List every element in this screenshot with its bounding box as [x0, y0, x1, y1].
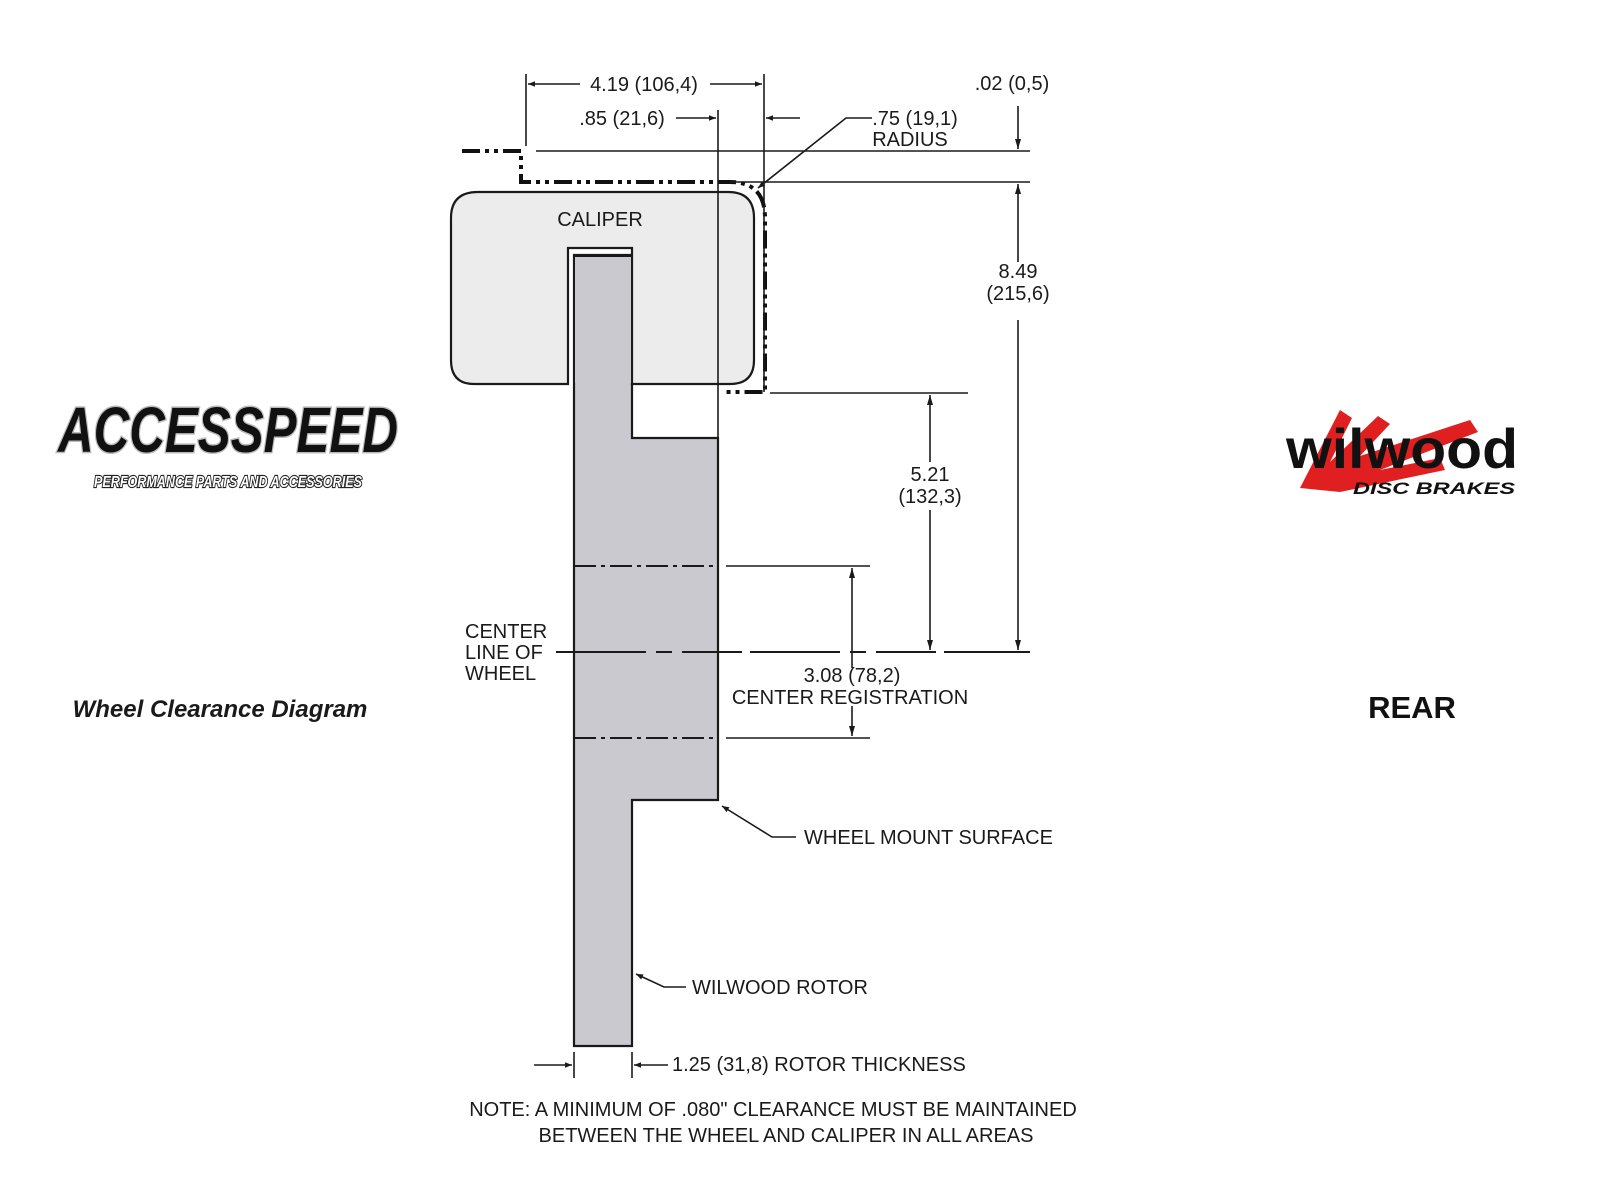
- dim-radius-label: RADIUS: [872, 129, 948, 151]
- accesspeed-logo: ACCESSPEED PERFORMANCE PARTS AND ACCESSO…: [55, 393, 400, 493]
- dim-center-reg-value: 3.08 (78,2): [804, 665, 901, 687]
- clearance-note-line-2: BETWEEN THE WHEEL AND CALIPER IN ALL ARE…: [539, 1125, 1034, 1147]
- caliper-body: [449, 190, 756, 386]
- dim-overall-width: 4.19 (106,4): [590, 74, 698, 96]
- dim-center-reg-label: CENTER REGISTRATION: [732, 687, 968, 709]
- accesspeed-tagline: PERFORMANCE PARTS AND ACCESSORIES: [94, 474, 362, 491]
- dim-top-clearance: .02 (0,5): [975, 73, 1049, 95]
- dim-height-top-metric: (215,6): [986, 283, 1049, 305]
- dim-height-mid-metric: (132,3): [898, 486, 961, 508]
- dim-height-top-value: 8.49: [999, 261, 1038, 283]
- wilwood-logo-text: wilwood: [1285, 417, 1518, 480]
- wilwood-red-swoosh: [1300, 410, 1478, 492]
- wheel-mount-leader: [721, 805, 796, 838]
- wheel-mount-label: WHEEL MOUNT SURFACE: [804, 827, 1053, 849]
- caliper-label: CALIPER: [557, 209, 643, 231]
- diagram-caption: Wheel Clearance Diagram: [73, 696, 368, 723]
- radius-leader: [757, 117, 872, 189]
- wilwood-tagline: DISC BRAKES: [1353, 479, 1516, 498]
- clearance-note-line-1: NOTE: A MINIMUM OF .080" CLEARANCE MUST …: [469, 1099, 1077, 1121]
- wilwood-logo: wilwood DISC BRAKES: [1285, 410, 1518, 498]
- dim-offset: .85 (21,6): [579, 108, 665, 130]
- centerline-label-line-2: LINE OF: [465, 642, 543, 664]
- dim-radius-value: .75 (19,1): [872, 108, 958, 130]
- centerline-label-line-1: CENTER: [465, 621, 547, 643]
- rotor-thickness-label: 1.25 (31,8) ROTOR THICKNESS: [672, 1054, 966, 1076]
- rotor-leader: [635, 973, 686, 988]
- centerline-label-line-3: WHEEL: [465, 663, 536, 685]
- rotor-in-caliper: [574, 255, 632, 383]
- rotor-label: WILWOOD ROTOR: [692, 977, 868, 999]
- dim-height-mid-value: 5.21: [911, 464, 950, 486]
- clearance-envelope: [462, 149, 767, 394]
- position-caption: REAR: [1368, 690, 1456, 725]
- accesspeed-logo-text: ACCESSPEED: [56, 394, 398, 466]
